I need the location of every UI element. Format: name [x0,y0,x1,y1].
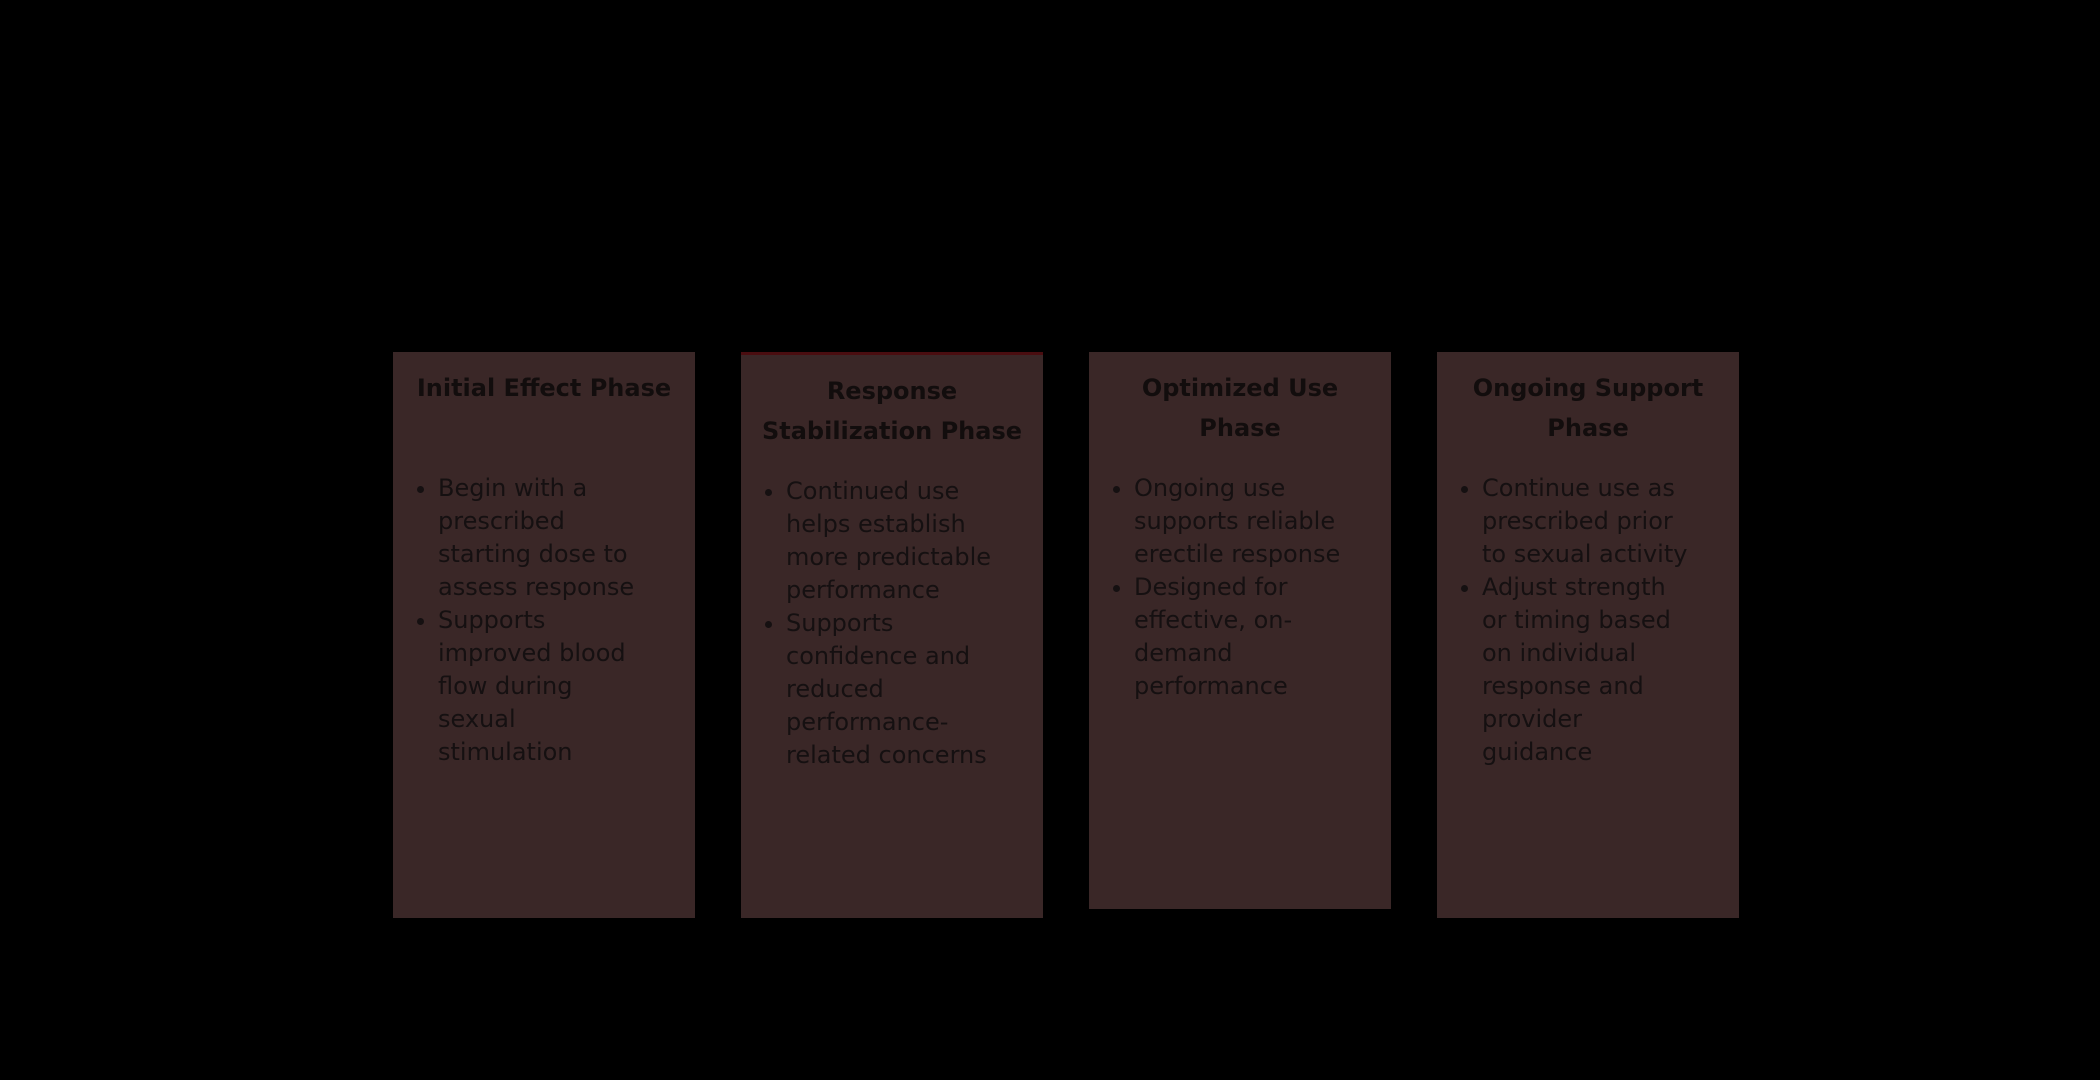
phase-card-title: Initial Effect Phase [416,374,672,402]
phase-card-title: Response Stabilization Phase [761,377,1023,445]
phase-card-bullet-list: Continue use as prescribed prior to sexu… [1437,472,1690,769]
bullet-item: Supports improved blood flow during sexu… [438,604,646,769]
phase-card-bullet-list: Continued use helps establish more predi… [741,475,994,772]
bullet-item: Begin with a prescribed starting dose to… [438,472,646,604]
phase-card-initial-effect-phase: Initial Effect Phase Begin with a prescr… [393,352,695,918]
bullet-item: Designed for effective, on-demand perfor… [1134,571,1342,703]
phase-card-bullet-list: Begin with a prescribed starting dose to… [393,472,646,769]
phase-card-title: Optimized Use Phase [1141,374,1339,442]
phase-card-optimized-use-phase: Optimized Use Phase Ongoing use supports… [1089,352,1391,909]
phase-cards-row: Initial Effect Phase Begin with a prescr… [393,352,1739,918]
bullet-item: Continued use helps establish more predi… [786,475,994,607]
phase-card-title: Ongoing Support Phase [1472,374,1704,442]
bullet-item: Ongoing use supports reliable erectile r… [1134,472,1342,571]
phase-card-ongoing-support-phase: Ongoing Support Phase Continue use as pr… [1437,352,1739,918]
phase-card-response-stabilization-phase: Response Stabilization Phase Continued u… [741,352,1043,918]
bullet-item: Continue use as prescribed prior to sexu… [1482,472,1690,571]
phase-card-bullet-list: Ongoing use supports reliable erectile r… [1089,472,1342,703]
bullet-item: Adjust strength or timing based on indiv… [1482,571,1690,769]
bullet-item: Supports confidence and reduced performa… [786,607,994,772]
